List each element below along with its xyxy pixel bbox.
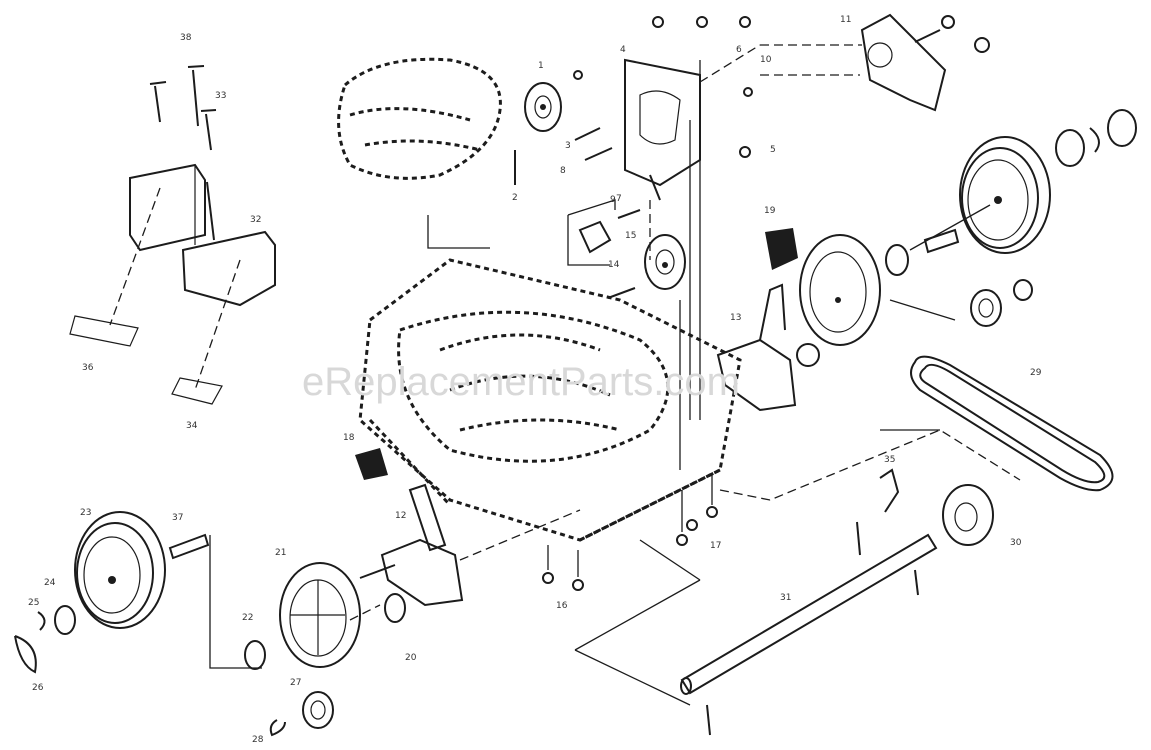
engine-outline [337, 57, 502, 180]
callout-21: 21 [275, 548, 286, 558]
drive-pulley-upper [524, 82, 562, 132]
callout-18: 18 [343, 433, 355, 443]
callout-1: 1 [538, 61, 544, 71]
bolts-center [514, 16, 753, 185]
callout-3: 3 [565, 141, 571, 151]
callout-17: 17 [710, 541, 721, 551]
callout-11: 11 [840, 15, 851, 25]
callout-26: 26 [32, 683, 44, 693]
callout-10: 10 [760, 55, 772, 65]
axle-bolt-left [168, 533, 210, 560]
drive-belt [910, 355, 1114, 492]
center-bracket [624, 58, 701, 201]
spring-small-parts [578, 209, 641, 299]
callout-36: 36 [82, 363, 94, 373]
callout-12: 12 [395, 511, 406, 521]
callout-25: 25 [28, 598, 39, 608]
mower-deck [358, 258, 742, 542]
callout-35: 35 [884, 455, 895, 465]
callout-5: 5 [770, 145, 776, 155]
gear-right [970, 279, 1033, 327]
callout-23: 23 [80, 508, 91, 518]
callout-32: 32 [250, 215, 261, 225]
callout-4: 4 [620, 45, 626, 55]
callout-2: 2 [512, 193, 518, 203]
hubcap-right [799, 234, 881, 346]
screws-upper-left [149, 65, 217, 151]
gear-left [269, 691, 334, 737]
leaders-center [427, 60, 701, 470]
callout-14: 14 [608, 260, 620, 270]
washers-left-lower [244, 593, 406, 670]
callout-30: 30 [1010, 538, 1022, 548]
callout-20: 20 [405, 653, 417, 663]
decals-upper-left [69, 187, 241, 405]
callout-28: 28 [252, 735, 264, 745]
callout-24: 24 [44, 578, 56, 588]
callout-8: 8 [560, 166, 566, 176]
callout-7: 7 [616, 194, 622, 204]
callout-38: 38 [180, 33, 192, 43]
callout-15: 15 [625, 231, 636, 241]
callout-13: 13 [730, 313, 741, 323]
callout-6: 6 [736, 45, 742, 55]
callout-27: 27 [290, 678, 301, 688]
callout-29: 29 [1030, 368, 1042, 378]
callout-16: 16 [556, 601, 568, 611]
height-adjuster-left [355, 448, 464, 607]
callout-34: 34 [186, 421, 198, 431]
leaders-lower-left [209, 509, 581, 669]
height-adjuster-right [716, 228, 820, 412]
callout-37: 37 [172, 513, 183, 523]
callout-33: 33 [215, 91, 226, 101]
wheel-left-front [74, 511, 166, 629]
rear-axle [680, 468, 938, 736]
idler-pulley [644, 234, 686, 290]
upper-right-bracket [699, 13, 990, 112]
callout-labels: 1 2 3 4 5 6 7 8 9 10 11 12 13 14 15 16 1… [28, 15, 1042, 745]
handle-bracket-housing [129, 163, 276, 307]
washers-left-front [14, 605, 76, 674]
washers-right-rear [885, 109, 1137, 276]
callout-19: 19 [764, 206, 776, 216]
callout-31: 31 [780, 593, 791, 603]
hubcap-left [279, 562, 361, 668]
callout-22: 22 [242, 613, 253, 623]
leaders-right [719, 204, 1021, 501]
watermark: eReplacementParts.com [302, 360, 740, 404]
nuts-lower [542, 475, 718, 591]
callout-9: 9 [610, 195, 616, 205]
leaders-axle [574, 539, 701, 706]
axle-pulley [942, 484, 994, 546]
wheel-right-rear [959, 136, 1051, 254]
